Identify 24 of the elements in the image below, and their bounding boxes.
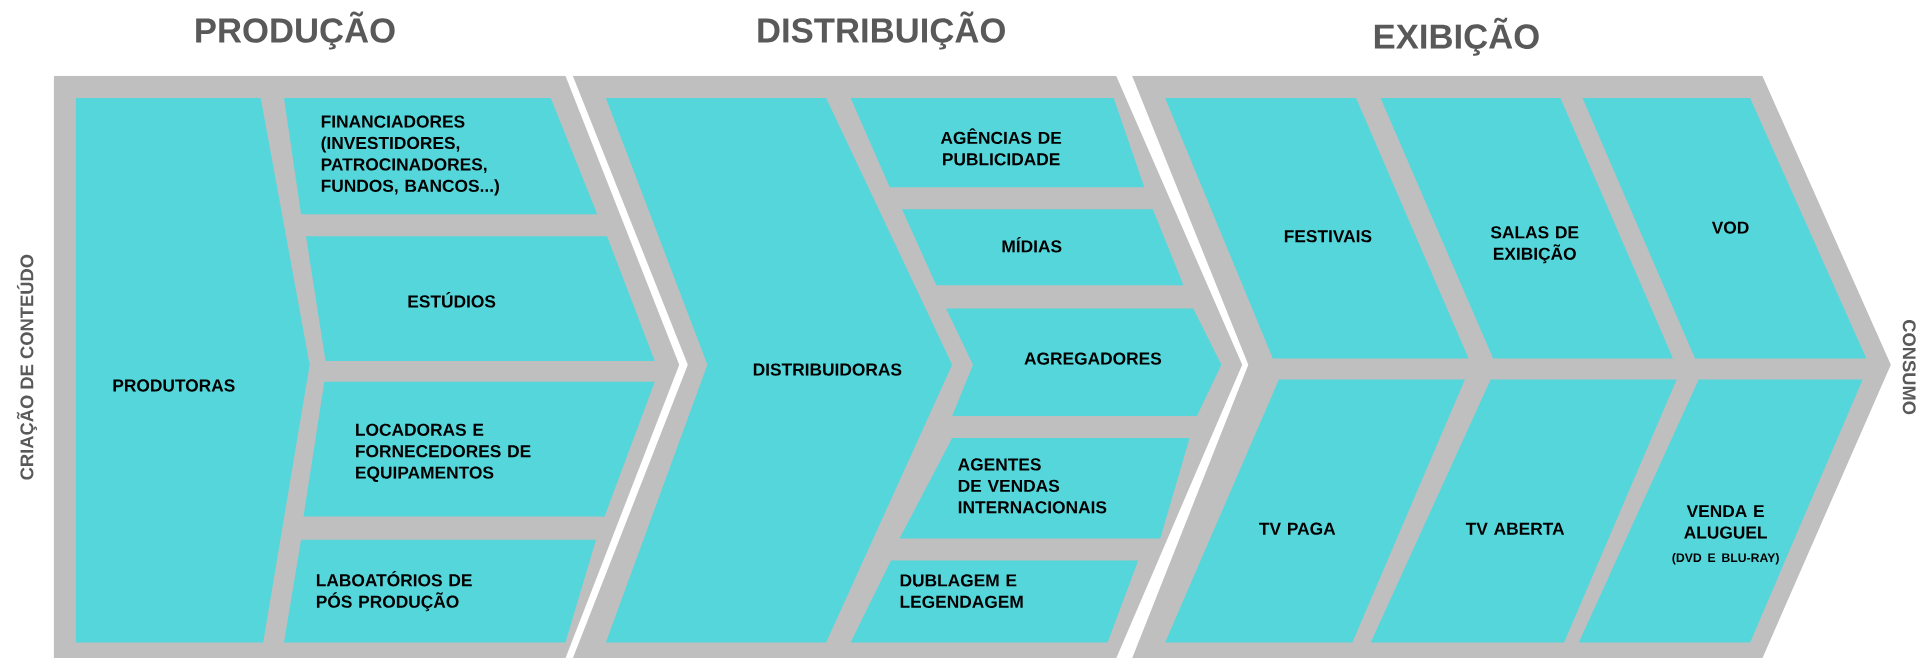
side-label: CONSUMO [1902,319,1916,415]
chevron-cell: MÍDIAS [902,209,1184,285]
node-label: TV ABERTA [1465,522,1565,535]
chevron-cell: FESTIVAIS [1165,97,1469,359]
chevron-cell: VENDA E ALUGUEL (DVD E BLU-RAY) [1578,379,1863,643]
node-label: VOD [1711,221,1749,234]
chevron-cell: SALAS DE EXIBIÇÃO [1380,97,1673,359]
node-label: SALAS DE EXIBIÇÃO [1490,226,1579,264]
chevron-cell: AGÊNCIAS DE PUBLICIDADE [850,97,1145,188]
node-label: TV PAGA [1259,522,1336,535]
node-label: EXIBIÇÃO [1374,17,1539,56]
chevron-cell: LABOATÓRIOS DE PÓS PRODUÇÃO [283,539,597,643]
chevron-cell: VOD [1582,97,1867,359]
node-label: DISTRIBUIDORAS [753,363,902,376]
node-label: FESTIVAIS [1284,229,1372,243]
chevron-cell: LOCADORAS E FORNECEDORES DE EQUIPAMENTOS [303,381,655,517]
node-label: VENDA E ALUGUEL [1684,504,1767,539]
node-label: PRODUÇÃO [196,11,395,50]
chevron-cell: FINANCIADORES (INVESTIDORES, PATROCINADORES, FUNDOS, BANCOS...) [283,97,598,214]
chevron-cell: TV PAGA [1165,379,1465,643]
node-label: DISTRIBUIÇÃO [758,11,1005,50]
chevron-cell: AGENTES DE VENDAS INTERNACIONAIS [899,437,1190,539]
chevron-cell: DUBLAGEM E LEGENDAGEM [850,560,1139,643]
side-label: CRIAÇÃO DE CONTEÚDO [16,254,37,480]
